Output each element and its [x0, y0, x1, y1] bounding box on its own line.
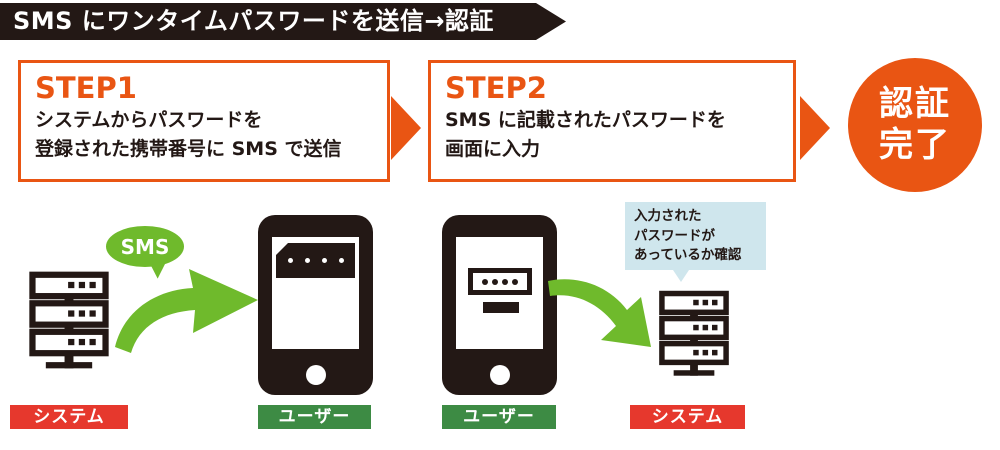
triangle-right-icon	[800, 96, 830, 160]
banner-title: SMS にワンタイムパスワードを送信→認証	[13, 7, 494, 35]
note-line3: あっているか確認	[634, 247, 742, 264]
header-banner: SMS にワンタイムパスワードを送信→認証	[0, 3, 566, 40]
message-dot	[321, 258, 327, 263]
step2-title: STEP2	[445, 71, 547, 105]
password-dot	[512, 278, 518, 285]
user-label-right: ユーザー	[442, 405, 556, 429]
badge-line2: 完了	[879, 125, 951, 165]
step2-line2: 画面に入力	[445, 137, 541, 160]
system-label-left: システム	[10, 405, 128, 429]
home-button-icon	[305, 365, 326, 385]
submit-bar-icon	[483, 302, 519, 313]
step1-line2: 登録された携帯番号に SMS で送信	[35, 137, 342, 160]
smartphone-icon	[442, 215, 557, 395]
server-rack-icon	[659, 290, 729, 376]
password-dot	[482, 278, 488, 285]
system-label-right: システム	[630, 405, 745, 429]
badge-line1: 認証	[879, 83, 951, 124]
user-label-left: ユーザー	[258, 405, 371, 429]
sms-label: SMS	[120, 234, 170, 259]
home-button-icon	[489, 365, 510, 385]
curved-arrow-icon	[548, 279, 651, 347]
auth-complete-badge: 認証 完了	[848, 58, 982, 192]
message-dot	[304, 258, 310, 263]
curved-arrow-icon	[115, 269, 258, 353]
smartphone-icon	[258, 215, 373, 395]
message-dot	[338, 258, 344, 263]
password-field-icon	[468, 268, 532, 295]
step1-card: STEP1 システムからパスワードを 登録された携帯番号に SMS で送信	[18, 60, 390, 182]
phone-screen	[456, 237, 543, 349]
message-dot	[287, 258, 293, 263]
step1-title: STEP1	[35, 71, 137, 105]
step1-line1: システムからパスワードを	[35, 109, 263, 132]
sms-speech-bubble-icon: SMS	[106, 226, 184, 267]
message-bubble-icon	[276, 243, 355, 278]
step2-card: STEP2 SMS に記載されたパスワードを 画面に入力	[428, 60, 796, 182]
password-dot	[492, 278, 498, 285]
phone-screen	[272, 237, 359, 349]
note-line2: パスワードが	[634, 227, 715, 244]
password-dot	[502, 278, 508, 285]
triangle-right-icon	[391, 96, 421, 160]
step2-line1: SMS に記載されたパスワードを	[445, 109, 726, 132]
verify-note: 入力された パスワードが あっているか確認	[625, 202, 766, 282]
server-rack-icon	[29, 271, 109, 369]
note-line1: 入力された	[634, 208, 702, 224]
